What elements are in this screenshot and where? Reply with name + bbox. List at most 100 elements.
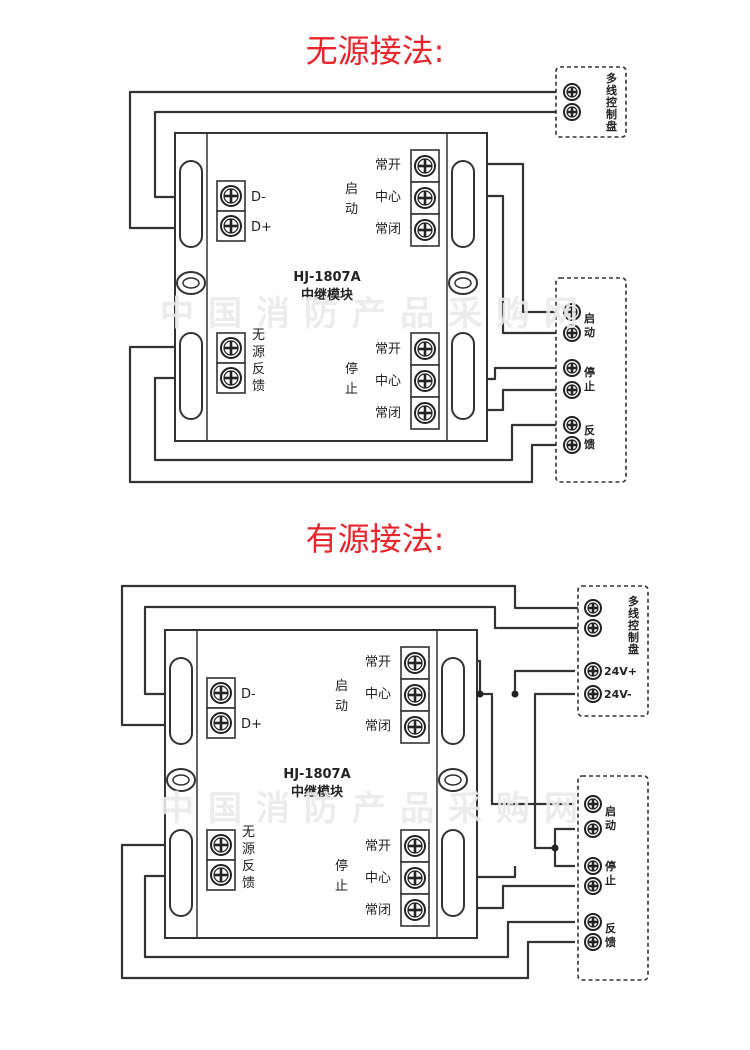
control-panel-box <box>577 585 649 717</box>
panel-terminal-screw <box>563 103 581 121</box>
panel-stop-label: 停 <box>584 365 595 379</box>
panel-terminal-screw <box>584 619 602 637</box>
module-model: HJ-1807A <box>293 270 360 285</box>
terminal-screw <box>404 716 426 738</box>
contact-com-label: 中心 <box>365 871 391 886</box>
wire-feedback-a <box>120 843 575 980</box>
passive-feedback-label: 反 <box>252 362 265 377</box>
bus-plus-label: D+ <box>241 717 262 732</box>
terminal-screw <box>404 835 426 857</box>
mounting-slot <box>441 829 465 917</box>
terminal-screw <box>414 155 436 177</box>
terminal-screw <box>404 652 426 674</box>
feedback-terminal-block <box>216 332 246 394</box>
contact-no-label: 常开 <box>375 342 401 357</box>
bus-plus-label: D+ <box>251 220 272 235</box>
passive-wiring-diagram: 无源接法:HJ-1807A中继模块D-D+无源反馈常开中心常闭启动常开中心常闭停… <box>128 32 627 484</box>
stop-group-label: 止 <box>345 382 358 397</box>
module-case <box>174 132 488 442</box>
start-group-label: 动 <box>345 202 358 217</box>
panel-terminal-screw <box>584 795 602 813</box>
panel-terminal-screw <box>584 933 602 951</box>
terminal-screw <box>210 682 232 704</box>
bus-terminal-block <box>216 180 246 242</box>
wire-stop-nc <box>460 884 575 910</box>
panel-terminal-screw <box>563 381 581 399</box>
mounting-slot <box>169 829 193 917</box>
mounting-slot <box>179 332 203 420</box>
passive-feedback-label: 源 <box>252 345 265 360</box>
control-panel-title: 多 <box>628 594 639 608</box>
control-panel-title: 控 <box>606 95 617 109</box>
wire-stop-com <box>460 866 517 879</box>
terminal-screw <box>414 338 436 360</box>
panel-stop-label: 止 <box>605 873 616 887</box>
feedback-terminal-block <box>206 829 236 891</box>
mounting-slot <box>169 657 193 745</box>
terminal-screw <box>414 402 436 424</box>
wire-start-no <box>470 162 563 314</box>
terminal-screw <box>210 864 232 886</box>
wire-bus-plus <box>128 90 563 230</box>
panel-stop-label: 停 <box>605 859 616 873</box>
panel-terminal-screw <box>563 303 581 321</box>
panel-terminal-screw <box>563 83 581 101</box>
panel-terminal-screw <box>563 436 581 454</box>
module-case <box>164 629 478 939</box>
module-model: HJ-1807A <box>283 767 350 782</box>
wire-feedback-b <box>143 874 575 959</box>
wire-24v-plus <box>513 669 575 694</box>
terminal-screw <box>414 187 436 209</box>
control-panel-title: 线 <box>628 606 639 620</box>
passive-feedback-label: 反 <box>242 859 255 874</box>
contact-nc-label: 常闭 <box>375 406 401 421</box>
contact-com-label: 中心 <box>375 374 401 389</box>
terminal-screw <box>404 867 426 889</box>
panel-start-label: 动 <box>605 818 616 832</box>
panel-start-label: 启 <box>584 311 595 325</box>
panel-terminal-screw <box>584 913 602 931</box>
mounting-slot <box>441 657 465 745</box>
control-panel-title: 多 <box>606 71 617 85</box>
panel-terminal-screw <box>584 877 602 895</box>
control-panel-title: 制 <box>628 630 639 644</box>
terminal-screw <box>414 219 436 241</box>
control-panel-title: 盘 <box>628 642 639 656</box>
stop-group-label: 停 <box>335 858 348 874</box>
wire-junction <box>511 690 519 698</box>
contact-com-label: 中心 <box>375 190 401 205</box>
wire-stop-link <box>553 827 575 848</box>
stop-group-label: 停 <box>345 361 358 377</box>
panel-terminal-screw <box>584 685 602 703</box>
active-wiring-diagram: 有源接法:HJ-1807A中继模块D-D+无源反馈常开中心常闭启动常开中心常闭停… <box>120 520 649 981</box>
passive-feedback-label: 馈 <box>252 379 265 394</box>
watermark: 中国消防产品采购网 <box>160 294 592 334</box>
terminal-screw <box>220 337 242 359</box>
passive-feedback-label: 无 <box>242 825 255 840</box>
panel-terminal-screw <box>563 359 581 377</box>
control-panel-title: 盘 <box>606 119 617 133</box>
wire-junction <box>551 844 559 852</box>
stop-group-label: 止 <box>335 879 348 894</box>
module-name: 中继模块 <box>301 287 354 303</box>
bus-terminal-block <box>206 677 236 739</box>
panel-terminal-screw <box>563 416 581 434</box>
panel-terminal-screw <box>584 599 602 617</box>
terminal-screw <box>220 215 242 237</box>
stop-terminal-block <box>410 332 440 430</box>
terminal-screw <box>210 712 232 734</box>
control-panel-title: 线 <box>606 83 617 97</box>
wire-feedback-a <box>128 345 563 484</box>
wire-junction <box>476 690 484 698</box>
terminal-screw <box>414 370 436 392</box>
power-minus-label: 24V- <box>604 688 632 701</box>
contact-no-label: 常开 <box>365 655 391 670</box>
start-group-label: 动 <box>335 699 348 714</box>
start-terminal-block <box>400 646 430 744</box>
panel-feedback-label: 馈 <box>584 437 595 451</box>
wire-feedback-b <box>153 376 563 462</box>
terminal-screw <box>220 367 242 389</box>
bus-minus-label: D- <box>251 190 266 205</box>
contact-nc-label: 常闭 <box>375 222 401 237</box>
